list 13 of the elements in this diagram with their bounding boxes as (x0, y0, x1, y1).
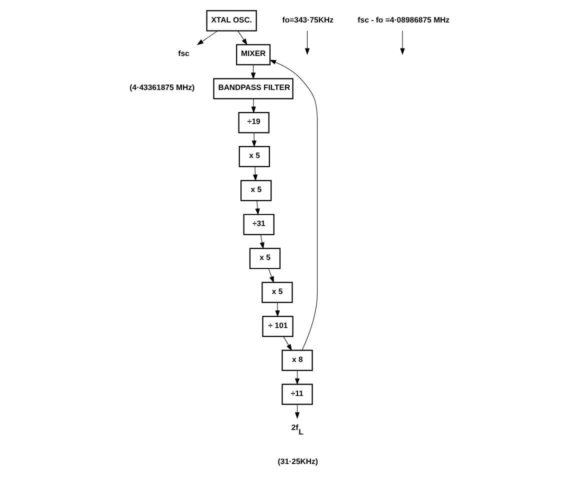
arrow (282, 336, 292, 351)
arrow (268, 60, 318, 351)
arrow (252, 166, 258, 182)
arrow (250, 98, 256, 114)
arrow (254, 200, 260, 216)
arrow (259, 234, 264, 250)
arrow (251, 132, 256, 148)
arrow (268, 268, 274, 284)
arrow (304, 30, 310, 55)
arrow (274, 302, 280, 318)
arrow (400, 30, 404, 55)
arrow (237, 30, 247, 46)
arrow (196, 30, 218, 46)
